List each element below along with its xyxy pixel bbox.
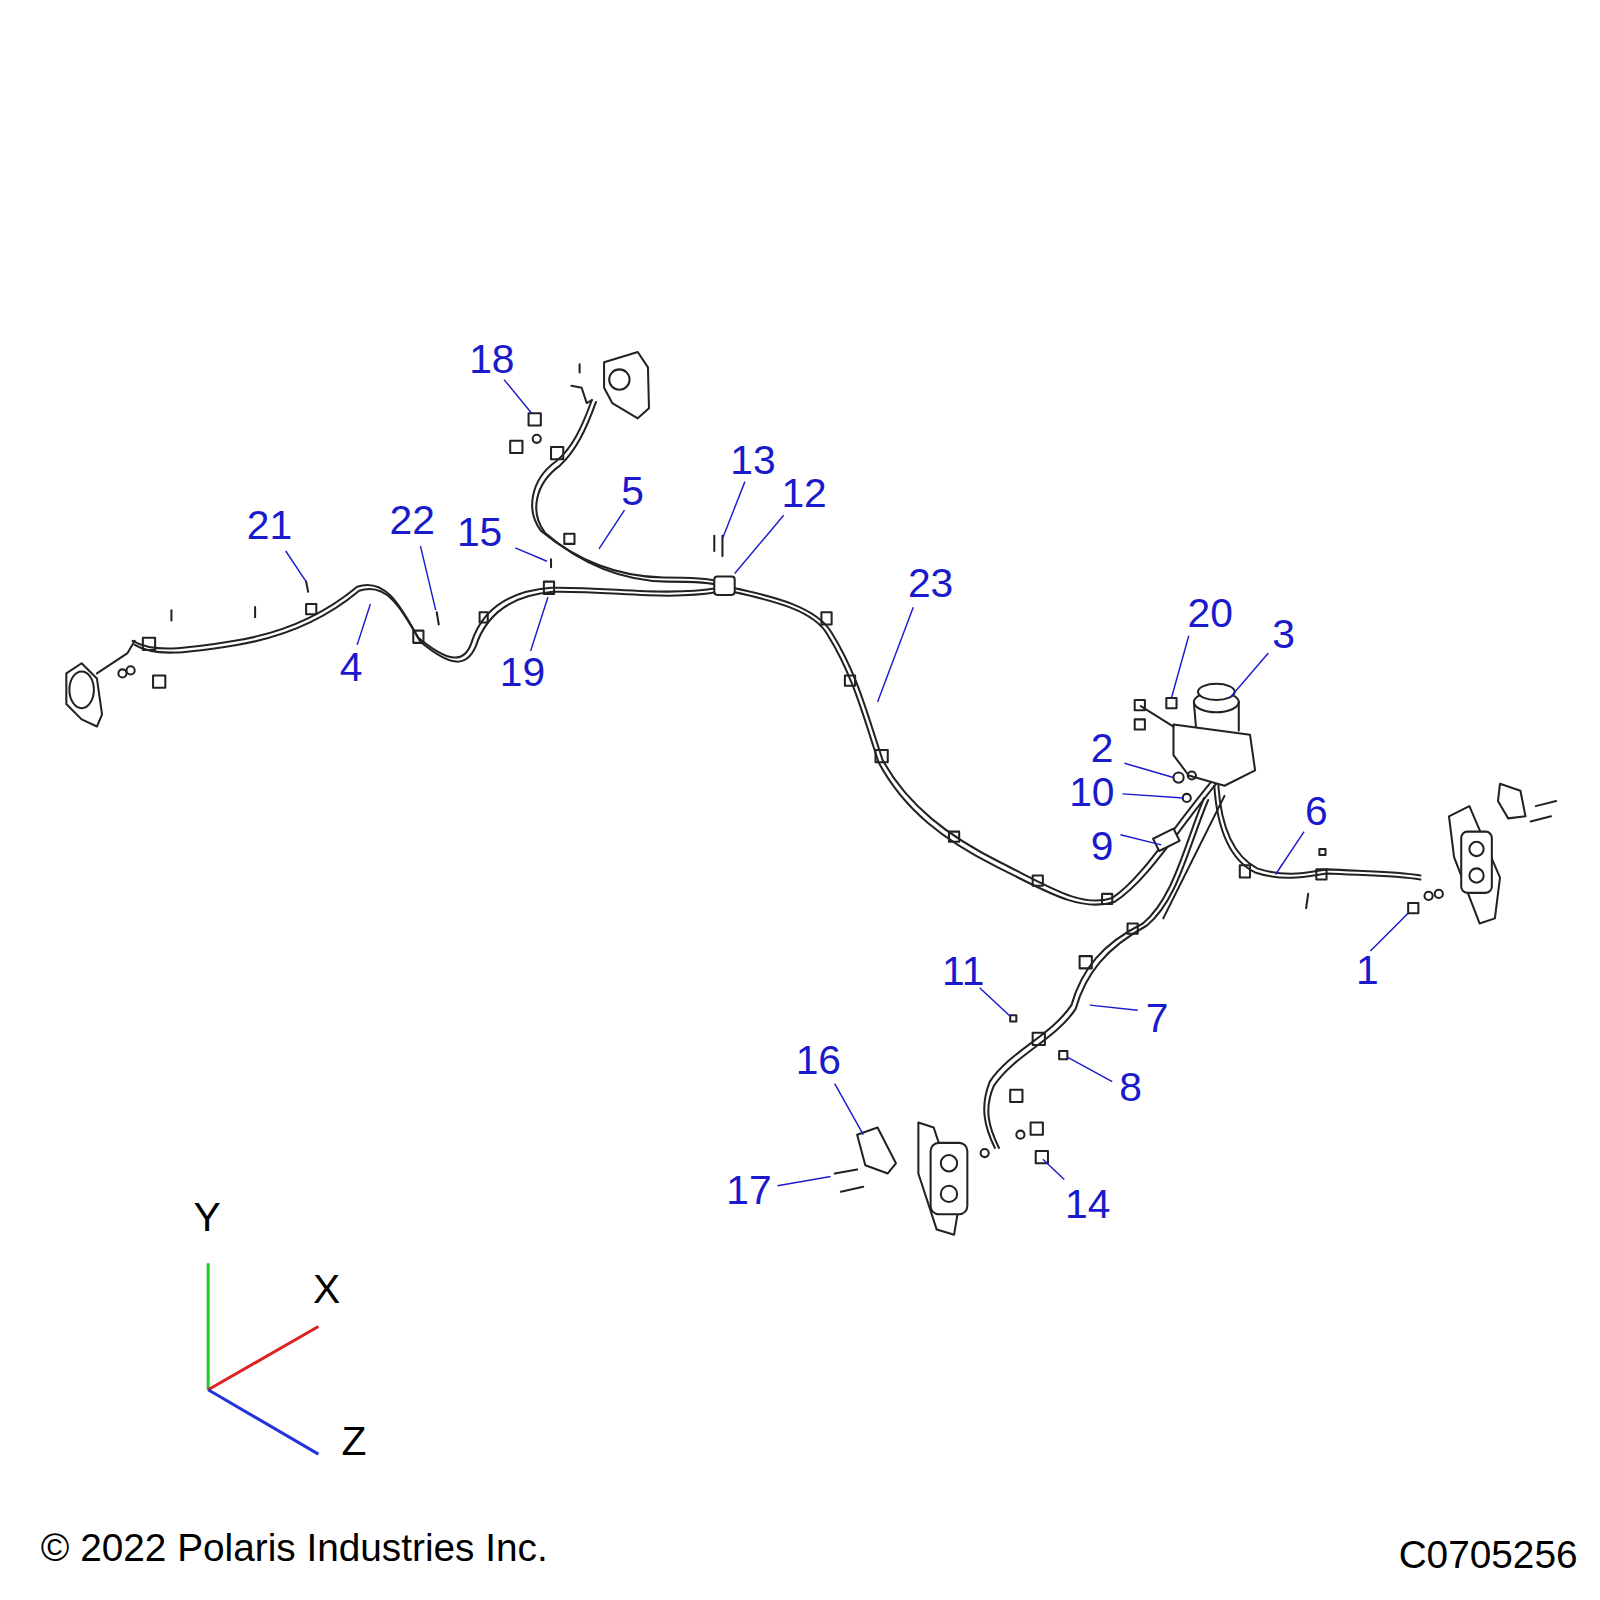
callout-number: 14: [1065, 1184, 1110, 1225]
callout-number: 17: [726, 1170, 771, 1211]
callout-number: 11: [942, 951, 984, 992]
axis-label: Y: [194, 1197, 221, 1238]
callout-number: 1: [1356, 950, 1379, 991]
callout-number: 15: [457, 512, 502, 553]
drawing-number: C0705256: [1399, 1536, 1578, 1575]
callout-number: 12: [781, 473, 826, 514]
callout-number: 18: [469, 339, 514, 380]
callout-number: 16: [796, 1040, 841, 1081]
callout-number: 22: [390, 500, 435, 541]
axis-label: X: [313, 1269, 340, 1310]
callout-number: 19: [500, 652, 545, 693]
callout-number: 20: [1188, 593, 1233, 634]
callout-number: 21: [247, 505, 292, 546]
callout-number: 2: [1091, 728, 1114, 769]
callout-number: 4: [340, 647, 363, 688]
callout-number: 5: [621, 471, 644, 512]
callout-number: 3: [1272, 614, 1295, 655]
callout-number: 10: [1069, 772, 1114, 813]
callout-number: 8: [1119, 1067, 1142, 1108]
callout-number: 7: [1146, 998, 1169, 1039]
callout-number: 6: [1305, 791, 1328, 832]
axis-label: Z: [342, 1421, 367, 1462]
callout-number: 13: [730, 440, 775, 481]
callout-number: 23: [908, 563, 953, 604]
callout-number: 9: [1091, 826, 1114, 867]
copyright-note: © 2022 Polaris Industries Inc.: [41, 1529, 548, 1568]
